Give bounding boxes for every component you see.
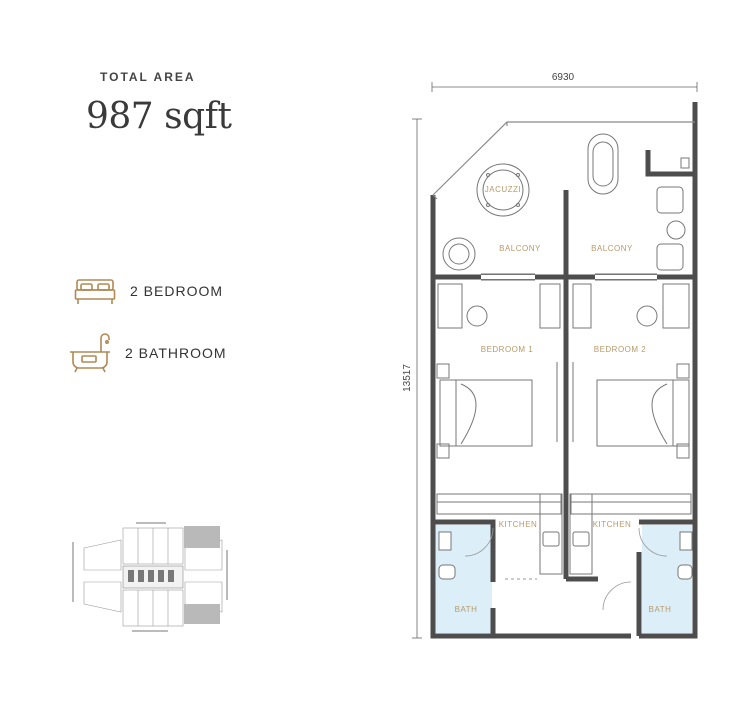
bedroom-count-label: 2 BEDROOM: [130, 283, 224, 299]
width-dimension-line: [431, 82, 698, 92]
label-bath-left: BATH: [455, 605, 478, 614]
bathtub-fixture: [587, 133, 619, 195]
kitchen-counters: [539, 493, 593, 575]
label-jacuzzi: JACUZZI: [485, 185, 521, 194]
key-plan-thumbnail: [72, 522, 228, 632]
floor-plan: 6930 13517: [402, 72, 698, 639]
bathroom-count-label: 2 BATHROOM: [125, 345, 227, 361]
width-dimension-text: 6930: [552, 72, 575, 83]
balcony-chairs-right: [656, 186, 686, 271]
height-dimension-line: [412, 118, 422, 639]
bedroom-2-furniture: [570, 283, 692, 515]
height-dimension-text: 13517: [402, 364, 413, 392]
bedroom-1-furniture: [436, 283, 562, 515]
label-bedroom-1: BEDROOM 1: [481, 345, 534, 354]
bed-icon: [74, 279, 116, 304]
label-kitchen-right: KITCHEN: [593, 520, 632, 529]
bath-fixtures: [438, 531, 693, 580]
bathtub-icon: [70, 333, 110, 373]
label-balcony-left: BALCONY: [499, 244, 541, 253]
label-bedroom-2: BEDROOM 2: [594, 345, 647, 354]
label-kitchen-left: KITCHEN: [499, 520, 538, 529]
jacuzzi-fixture: [476, 163, 530, 217]
label-bath-right: BATH: [649, 605, 672, 614]
total-area-label: TOTAL AREA: [100, 70, 196, 84]
total-area-value: 987 sqft: [86, 96, 232, 137]
label-balcony-right: BALCONY: [591, 244, 633, 253]
armchair-left: [442, 237, 476, 271]
